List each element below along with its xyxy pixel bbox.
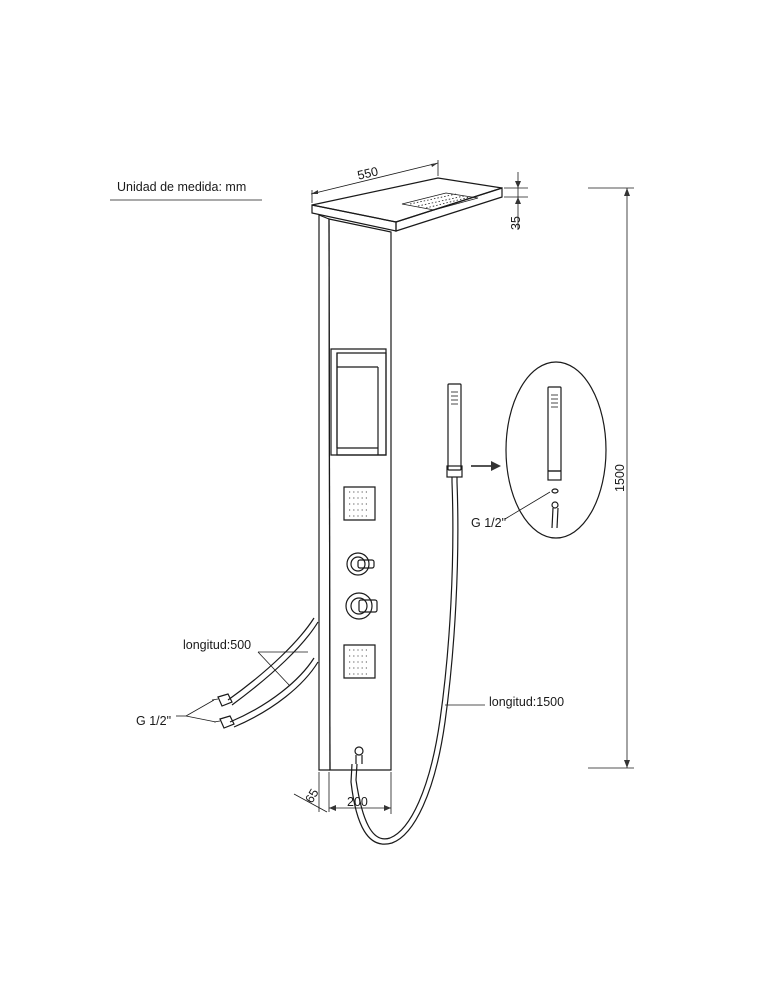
callout-hand-hose-length: longitud:1500 (445, 695, 564, 709)
thermostat-knob (345, 592, 378, 620)
rain-nozzle-grid-icon (401, 192, 479, 211)
callout-inlet-hose-length: longitud:500 (183, 638, 308, 687)
hand-hose-length-label: longitud:1500 (489, 695, 564, 709)
detail-view (505, 361, 607, 539)
dim-top-thickness-label: 35 (509, 216, 523, 230)
hand-thread-label: G 1/2" (471, 516, 506, 530)
body-jet-lower-nozzles-icon (349, 649, 370, 675)
dim-top-thickness: 35 (504, 172, 528, 230)
panel-body (318, 214, 392, 771)
detail-arrow-icon (471, 461, 501, 471)
callout-inlet-thread: G 1/2" (136, 699, 217, 728)
body-jet-upper (343, 486, 376, 521)
unit-caption: Unidad de medida: mm (117, 180, 246, 194)
shelf-niche (330, 348, 387, 456)
inlet-hose-length-label: longitud:500 (183, 638, 251, 652)
diverter-knob (346, 552, 375, 576)
dim-panel-width-label: 200 (347, 795, 368, 809)
dim-total-height-label: 1500 (613, 464, 627, 492)
hand-shower (446, 383, 463, 482)
body-jet-upper-nozzles-icon (349, 491, 370, 517)
dim-depth: 65 (293, 772, 330, 813)
inlet-hoses (211, 617, 319, 729)
dim-panel-width: 200 (329, 772, 392, 814)
callout-hand-thread: G 1/2" (471, 491, 551, 530)
body-jet-lower (343, 644, 376, 679)
inlet-nut-upper-icon (211, 693, 233, 707)
hand-shower-hose (350, 481, 459, 845)
rain-shower-head (311, 177, 503, 232)
dim-top-width-label: 550 (356, 164, 380, 182)
dim-total-height: 1500 (588, 187, 634, 769)
dim-depth-label: 65 (302, 786, 321, 805)
hose-outlet (354, 746, 364, 764)
inlet-thread-label: G 1/2" (136, 714, 171, 728)
dim-top-width: 550 (310, 160, 439, 203)
